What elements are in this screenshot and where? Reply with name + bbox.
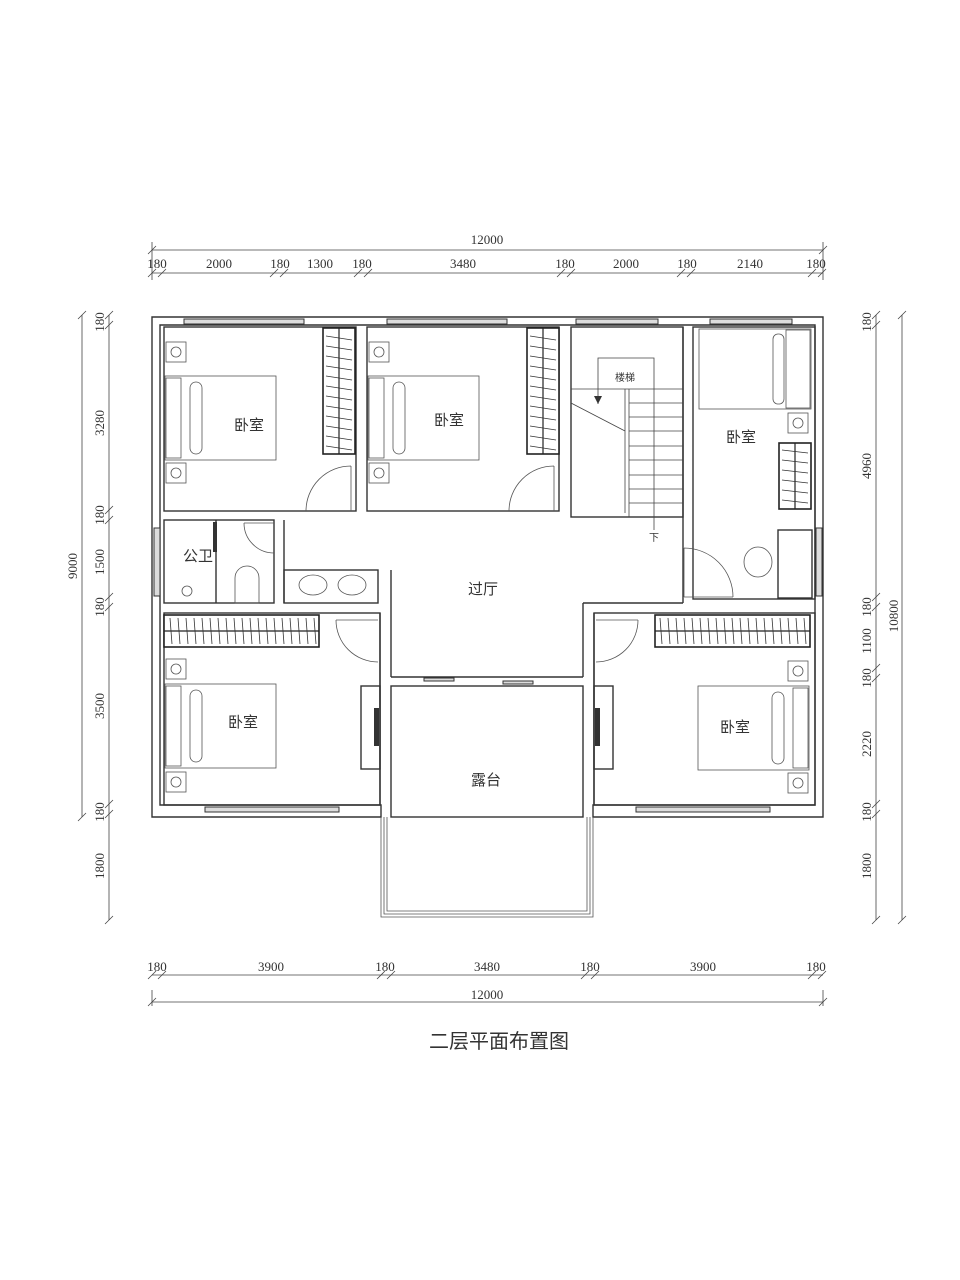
exterior-walls bbox=[151, 316, 824, 918]
doors bbox=[243, 465, 734, 663]
room-label-bedroom-ne: 卧室 bbox=[726, 428, 756, 446]
dim-label: 180 bbox=[92, 505, 107, 525]
left-total-dimension: 9000 bbox=[65, 553, 80, 579]
room-label-bedroom-se: 卧室 bbox=[720, 718, 750, 736]
bottom-total-dimension: 12000 bbox=[471, 987, 504, 1002]
dim-label: 2140 bbox=[737, 256, 763, 271]
top-total-dimension: 12000 bbox=[471, 232, 504, 247]
room-label-terrace: 露台 bbox=[471, 771, 501, 789]
bottom-dimension-chain: 180 3900 180 3480 180 3900 180 12000 bbox=[147, 959, 828, 1007]
dim-label: 180 bbox=[806, 256, 826, 271]
right-total-dimension: 10800 bbox=[886, 600, 901, 633]
drawing-title: 二层平面布置图 bbox=[429, 1029, 569, 1053]
dim-label: 1500 bbox=[92, 549, 107, 575]
dim-label: 180 bbox=[859, 312, 874, 332]
dim-label: 180 bbox=[859, 668, 874, 688]
dim-label: 180 bbox=[580, 959, 600, 974]
dim-label: 180 bbox=[147, 256, 167, 271]
windows bbox=[153, 318, 823, 813]
bed-nw bbox=[164, 341, 277, 484]
top-dimension-chain: 12000 180 2000 180 1300 180 3480 180 200… bbox=[147, 232, 828, 280]
dim-label: 180 bbox=[92, 802, 107, 822]
dim-label: 180 bbox=[147, 959, 167, 974]
bed-n bbox=[367, 341, 480, 484]
wardrobes bbox=[163, 327, 812, 648]
right-dimension-chain: 180 4960 180 1100 180 2220 180 1800 1080… bbox=[859, 310, 907, 925]
dim-label: 180 bbox=[375, 959, 395, 974]
room-label-bathroom: 公卫 bbox=[183, 547, 213, 565]
dim-label: 180 bbox=[859, 597, 874, 617]
dim-label: 1800 bbox=[92, 853, 107, 879]
interior-walls bbox=[163, 326, 816, 818]
stairs-down-label: 下 bbox=[649, 533, 659, 544]
dim-label: 180 bbox=[352, 256, 372, 271]
room-label-bedroom-n: 卧室 bbox=[434, 411, 464, 429]
bathroom-fixtures bbox=[181, 522, 367, 604]
tv-cabinets bbox=[360, 529, 813, 770]
left-dimension-chain: 9000 180 3280 180 1500 180 3500 180 1800 bbox=[65, 310, 114, 925]
bed-sw bbox=[164, 658, 277, 793]
dim-label: 180 bbox=[270, 256, 290, 271]
dim-label: 180 bbox=[859, 802, 874, 822]
dim-label: 3480 bbox=[450, 256, 476, 271]
dim-label: 4960 bbox=[859, 453, 874, 479]
dim-label: 3900 bbox=[258, 959, 284, 974]
dim-label: 2000 bbox=[206, 256, 232, 271]
dim-label: 180 bbox=[806, 959, 826, 974]
room-label-hall: 过厅 bbox=[468, 580, 498, 598]
dim-label: 2220 bbox=[859, 731, 874, 757]
bed-se bbox=[697, 660, 810, 794]
dim-label: 2000 bbox=[613, 256, 639, 271]
beds bbox=[164, 328, 812, 794]
dim-label: 180 bbox=[92, 597, 107, 617]
dim-label: 1100 bbox=[859, 628, 874, 654]
dim-label: 180 bbox=[677, 256, 697, 271]
dim-label: 3500 bbox=[92, 693, 107, 719]
dim-label: 180 bbox=[555, 256, 575, 271]
dim-label: 1800 bbox=[859, 853, 874, 879]
room-label-bedroom-sw: 卧室 bbox=[228, 713, 258, 731]
dim-label: 1300 bbox=[307, 256, 333, 271]
stairs-label: 楼梯 bbox=[615, 371, 635, 384]
dim-label: 3900 bbox=[690, 959, 716, 974]
dim-label: 3480 bbox=[474, 959, 500, 974]
dim-label: 3280 bbox=[92, 410, 107, 436]
bed-ne bbox=[698, 328, 812, 434]
dim-label: 180 bbox=[92, 312, 107, 332]
room-label-bedroom-nw: 卧室 bbox=[234, 416, 264, 434]
staircase bbox=[570, 357, 683, 530]
